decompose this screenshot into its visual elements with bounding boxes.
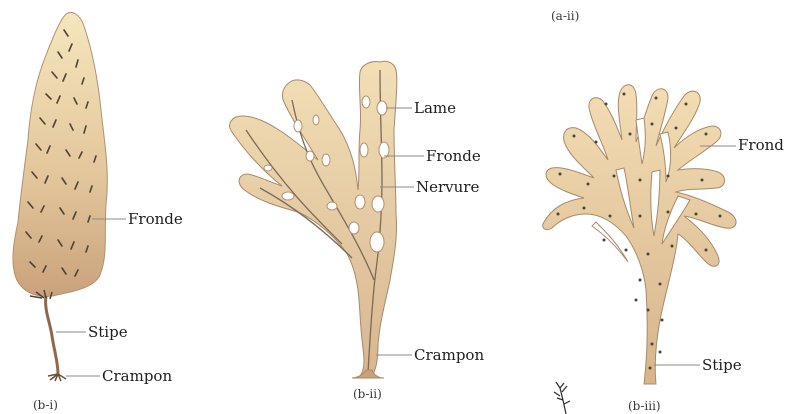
- b-ii-holdfast: [352, 370, 384, 378]
- panel-b-iii: Frond Stipe (b-iii): [543, 85, 785, 413]
- b-ii-frond-label: Fronde: [426, 147, 481, 165]
- panel-b-ii: Lame Fronde Nervure Crampon (b-ii): [230, 61, 485, 401]
- top-caption: (a-ii): [551, 9, 579, 23]
- b-i-frond-label: Fronde: [128, 210, 183, 228]
- b-i-holdfast-label: Crampon: [102, 367, 172, 385]
- b-ii-blade-label: Lame: [414, 99, 456, 117]
- b-iii-caption: (b-iii): [628, 399, 661, 413]
- b-iii-stipe-label: Stipe: [702, 356, 742, 374]
- b-ii-midrib-label: Nervure: [416, 178, 479, 196]
- b-ii-thallus: [230, 61, 397, 376]
- b-ii-holdfast-label: Crampon: [414, 346, 484, 364]
- panel-b-i: Fronde Stipe Crampon (b-i): [13, 13, 183, 413]
- b-ii-caption: (b-ii): [353, 387, 382, 401]
- b-i-holdfast: [48, 374, 66, 381]
- b-i-caption: (b-i): [33, 398, 58, 412]
- b-i-stipe-label: Stipe: [88, 323, 128, 341]
- b-i-stipe: [46, 296, 58, 374]
- b-iii-frond-label: Frond: [738, 136, 784, 154]
- small-alga-sprig: [554, 382, 570, 414]
